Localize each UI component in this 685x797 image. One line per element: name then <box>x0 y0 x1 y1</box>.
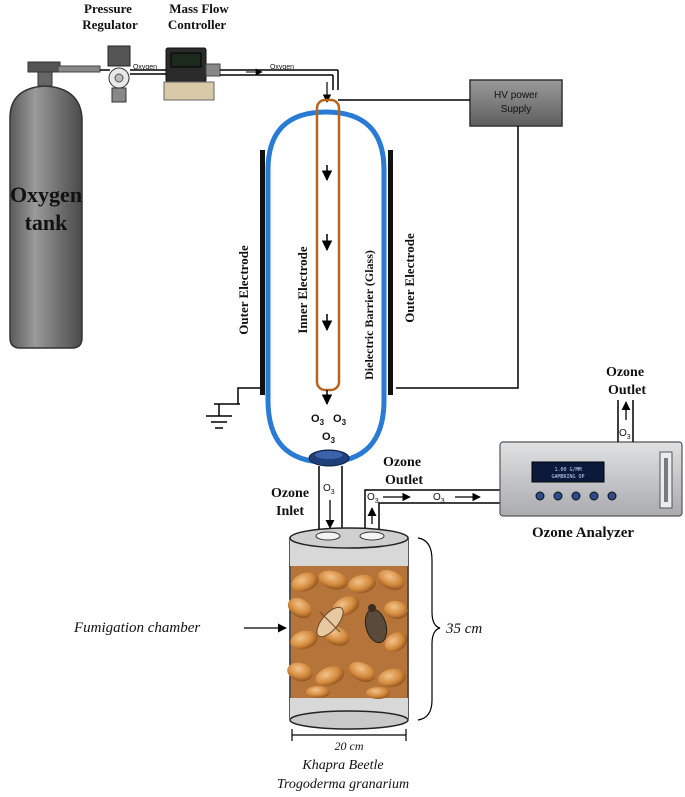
svg-text:O3: O3 <box>322 431 336 445</box>
pressure-regulator-label-line1: Pressure <box>84 1 132 16</box>
inlet-pipe-o3: O3 <box>323 483 335 496</box>
hv-power-supply <box>469 79 563 127</box>
oxygen-line <box>100 68 339 103</box>
analyzer-display-line1: 1.00 G/MM <box>554 467 581 473</box>
analyzer-ozone-outlet-label-line1: Ozone <box>606 365 644 380</box>
outer-electrode-left <box>260 150 265 395</box>
oxygen-tank <box>9 61 101 349</box>
chamber-ozone-outlet-label-line1: Ozone <box>383 455 421 470</box>
ground-symbol <box>206 404 232 429</box>
fumigation-chamber-label: Fumigation chamber <box>73 620 200 636</box>
species-common-name: Khapra Beetle <box>301 758 383 773</box>
oxygen-line-label-2: Oxygen <box>270 64 294 71</box>
chamber-outlet-pipe <box>364 489 500 532</box>
hv-power-supply-label-line1: HV power <box>494 90 539 101</box>
svg-text:O3: O3 <box>311 413 325 427</box>
ozone-inlet-pipe <box>318 466 343 530</box>
grain-seeds <box>287 569 408 699</box>
height-label: 35 cm <box>445 621 482 637</box>
svg-text:O3: O3 <box>323 483 335 496</box>
svg-text:O3: O3 <box>619 428 631 441</box>
svg-text:O3: O3 <box>333 413 347 427</box>
analyzer-display-line2: GAMBRING OP <box>551 474 584 480</box>
pressure-regulator-label-line2: Regulator <box>82 17 138 32</box>
beetle-larva <box>316 606 344 638</box>
reactor-o3-2: O3 <box>333 413 347 427</box>
width-label: 20 cm <box>335 739 364 753</box>
beetle-adult <box>364 604 388 644</box>
ozone-analyzer-label: Ozone Analyzer <box>532 525 634 541</box>
ozone-inlet-label-line2: Inlet <box>276 504 304 519</box>
mass-flow-controller-label-line1: Mass Flow <box>169 1 229 16</box>
hv-power-supply-label-line2: Supply <box>501 104 532 115</box>
ozone-inlet-label-line1: Ozone <box>271 486 309 501</box>
hv-wires <box>338 99 519 389</box>
oxygen-tank-label-line2: tank <box>25 210 69 235</box>
dielectric-barrier-label: Dielectric Barrier (Glass) <box>362 250 376 380</box>
analyzer-outlet-o3: O3 <box>619 428 631 441</box>
svg-text:O3: O3 <box>367 492 379 505</box>
inner-electrode <box>315 98 341 406</box>
ozone-analyzer <box>499 441 683 517</box>
ground-wire <box>214 387 260 405</box>
width-dimension <box>291 729 407 741</box>
analyzer-outlet-pipe <box>617 400 634 442</box>
outlet-pipe-o3-2: O3 <box>433 492 445 505</box>
height-dimension <box>417 537 441 721</box>
outer-electrode-left-label: Outer Electrode <box>236 245 251 335</box>
fumigation-chamber <box>289 527 409 730</box>
chamber-ozone-outlet-label-line2: Outlet <box>385 473 423 488</box>
reactor-o3-1: O3 <box>311 413 325 427</box>
outlet-pipe-o3-1: O3 <box>367 492 379 505</box>
inner-electrode-label: Inner Electrode <box>295 246 310 333</box>
reactor-glass <box>265 109 387 465</box>
outer-electrode-right <box>388 150 393 395</box>
oxygen-tank-label-line1: Oxygen <box>10 182 82 207</box>
reactor-outlet-cap <box>308 449 350 467</box>
species-latin-name: Trogoderma granarium <box>277 777 409 792</box>
outer-electrode-right-label: Outer Electrode <box>402 233 417 323</box>
reactor-o3-3: O3 <box>322 431 336 445</box>
oxygen-line-label-1: Oxygen <box>133 64 157 71</box>
analyzer-ozone-outlet-label-line2: Outlet <box>608 383 646 398</box>
svg-text:O3: O3 <box>433 492 445 505</box>
mass-flow-controller-label-line2: Controller <box>168 17 226 32</box>
mass-flow-controller <box>163 47 221 101</box>
pressure-regulator <box>107 45 131 103</box>
